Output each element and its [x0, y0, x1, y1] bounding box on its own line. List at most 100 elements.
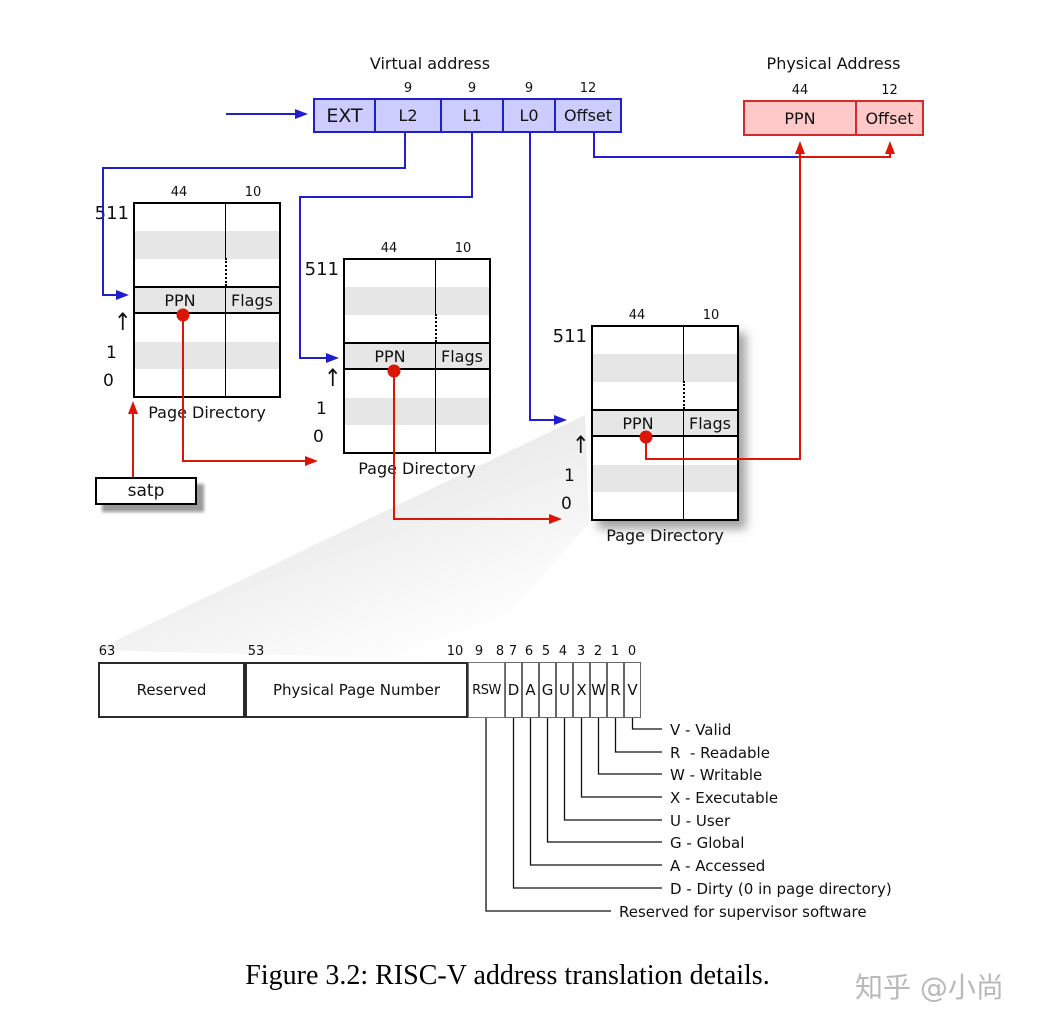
pte-field-v: V — [624, 662, 641, 718]
entry-flags: Flags — [441, 346, 483, 366]
pte-entry-row: PPN Flags — [345, 342, 489, 371]
table-row — [345, 397, 489, 426]
index-up-arrow: ↑ — [324, 364, 342, 392]
entry-ppn: PPN — [374, 346, 406, 366]
callout-r — [614, 718, 662, 753]
pa-field-offset: 12 Offset — [855, 83, 924, 136]
index-up-arrow: ↑ — [114, 308, 132, 336]
column-divider — [435, 260, 436, 316]
entry-ppn: PPN — [164, 290, 196, 310]
pte-field-r: R — [607, 662, 624, 718]
physical-address-title: Physical Address — [766, 54, 901, 73]
entry-flags: Flags — [689, 413, 731, 433]
callout-d — [512, 718, 662, 889]
va-field-l2: 9 L2 — [374, 81, 442, 133]
table-row — [135, 231, 279, 259]
directory-caption: Page Directory — [148, 403, 266, 422]
pte-field-reserved: Reserved — [98, 662, 245, 718]
flags-width: 10 — [454, 241, 472, 256]
va-label-ext: EXT — [326, 104, 363, 127]
bit-tick-63: 63 — [98, 644, 116, 659]
table-row — [135, 259, 279, 286]
callout-rsw — [485, 718, 611, 912]
legend-readable: R - Readable — [670, 744, 770, 762]
va-label-l1: L1 — [462, 106, 482, 125]
legend-global: G - Global — [670, 834, 745, 852]
table-row — [593, 327, 737, 354]
legend-user: U - User — [670, 812, 731, 830]
bit-tick-8: 8 — [495, 644, 505, 659]
table-row — [135, 314, 279, 341]
virtual-address-box: EXT 9 L2 9 L1 9 L0 12 Offset — [313, 81, 622, 133]
legend-executable: X - Executable — [670, 789, 779, 807]
bit-tick-10: 10 — [446, 644, 464, 659]
ppn-width: 44 — [380, 241, 398, 256]
physical-address-box: 44 PPN 12 Offset — [743, 83, 924, 136]
virtual-address-title: Virtual address — [369, 54, 491, 73]
callout-g — [546, 718, 662, 843]
table-row — [345, 370, 489, 397]
bit-tick-2: 2 — [593, 644, 603, 659]
pte-field-a: A — [522, 662, 539, 718]
callout-w — [597, 718, 662, 775]
column-divider — [435, 343, 436, 452]
entry-flags: Flags — [231, 290, 273, 310]
pa-bits-offset: 12 — [881, 83, 898, 98]
directory-table: PPN Flags — [133, 202, 281, 398]
bit-tick-6: 6 — [524, 644, 534, 659]
pa-field-ppn: 44 PPN — [743, 83, 857, 136]
bit-tick-53: 53 — [247, 644, 265, 659]
ellipsis-dots — [435, 314, 437, 342]
column-divider — [225, 287, 226, 396]
va-field-ext: EXT — [313, 98, 376, 133]
bit-tick-5: 5 — [541, 644, 551, 659]
callout-x — [580, 718, 662, 798]
table-row — [593, 382, 737, 409]
satp-register-box: satp — [95, 477, 197, 505]
legend-writable: W - Writable — [670, 766, 763, 784]
watermark: 知乎 @小尚 — [855, 971, 1004, 1004]
offset-copy-arrow-red — [798, 141, 895, 158]
callout-a — [529, 718, 662, 866]
table-row — [135, 369, 279, 396]
va-label-l0: L0 — [519, 106, 539, 125]
bit-tick-0: 0 — [627, 644, 637, 659]
table-row — [135, 341, 279, 370]
pa-bits-ppn: 44 — [791, 83, 809, 98]
column-divider — [683, 327, 684, 383]
legend-accessed: A - Accessed — [670, 857, 766, 875]
pa-label-offset: Offset — [865, 108, 914, 128]
bit-tick-3: 3 — [576, 644, 586, 659]
offset-copy-line-blue — [593, 133, 798, 158]
ellipsis-dots — [683, 381, 685, 409]
column-divider — [225, 204, 226, 260]
legend-dirty: D - Dirty (0 in page directory) — [670, 880, 892, 898]
bit-tick-1: 1 — [610, 644, 620, 659]
bit-tick-9: 9 — [474, 644, 484, 659]
callout-v — [631, 718, 662, 730]
table-row — [593, 354, 737, 382]
pa-label-ppn: PPN — [784, 108, 816, 128]
va-field-offset: 12 Offset — [554, 81, 622, 133]
index-up-arrow: ↑ — [572, 431, 590, 459]
legend-rsw: Reserved for supervisor software — [619, 903, 867, 921]
table-row — [345, 425, 489, 452]
satp-label: satp — [127, 481, 165, 501]
table-row — [593, 437, 737, 464]
bit-tick-7: 7 — [508, 644, 518, 659]
flags-width: 10 — [244, 185, 262, 200]
ppn-width: 44 — [628, 308, 646, 323]
legend-valid: V - Valid — [670, 721, 732, 739]
index-0: 0 — [313, 427, 324, 447]
column-divider — [683, 410, 684, 519]
l0-index-arrow — [529, 133, 567, 425]
pte-field-u: U — [556, 662, 573, 718]
table-row — [593, 492, 737, 519]
table-row — [345, 287, 489, 315]
table-row — [345, 260, 489, 287]
va-label-offset: Offset — [563, 106, 613, 125]
pte-entry-row: PPN Flags — [135, 286, 279, 315]
index-511: 511 — [552, 326, 587, 347]
figure-caption: Figure 3.2: RISC-V address translation d… — [245, 960, 770, 991]
index-1: 1 — [316, 399, 327, 419]
